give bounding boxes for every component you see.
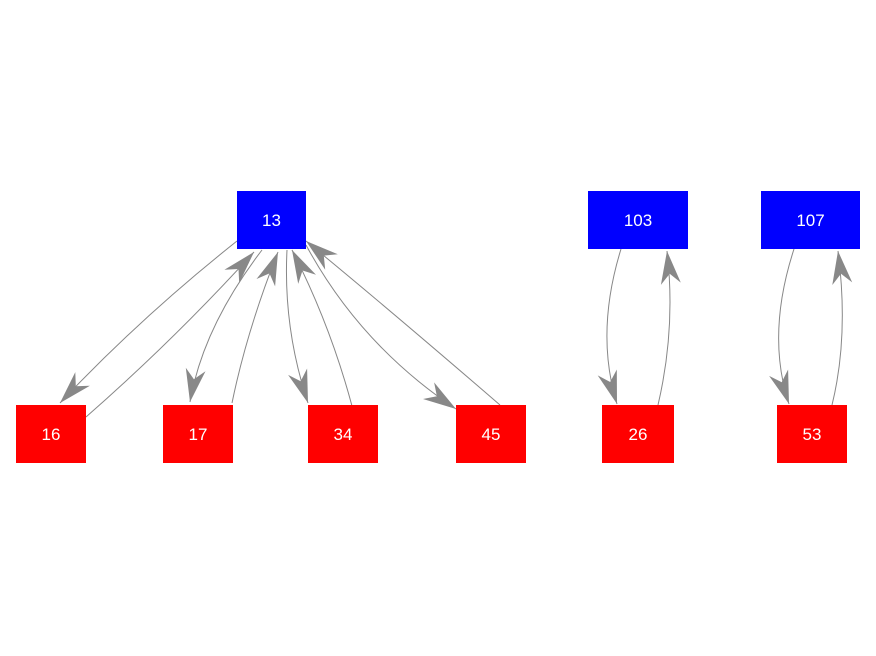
arrowhead-13-45 — [423, 382, 456, 409]
arrowhead-26-103 — [660, 251, 681, 285]
arrowhead-13-34 — [288, 368, 308, 403]
node-label-103: 103 — [623, 210, 653, 230]
edge-45-13 — [305, 240, 501, 406]
arrowhead-16-13 — [224, 252, 254, 284]
node-34: 34 — [308, 405, 378, 463]
arrowhead-53-107 — [832, 251, 853, 285]
node-17: 17 — [163, 405, 233, 463]
node-45: 45 — [456, 405, 526, 463]
node-103: 103 — [588, 191, 688, 249]
node-label-13: 13 — [262, 210, 281, 230]
edge-13-16 — [59, 240, 238, 404]
node-16: 16 — [16, 405, 86, 463]
arrowhead-17-13 — [256, 252, 278, 287]
arrowhead-103-26 — [597, 369, 617, 404]
edge-16-13 — [85, 251, 255, 418]
edge-13-45 — [305, 244, 457, 410]
arrowhead-13-16 — [60, 372, 90, 403]
node-107: 107 — [761, 191, 860, 249]
node-label-34: 34 — [333, 424, 353, 444]
arrowhead-107-53 — [769, 369, 789, 404]
node-label-17: 17 — [188, 424, 208, 444]
node-label-16: 16 — [41, 424, 61, 444]
node-label-53: 53 — [802, 424, 822, 444]
arrowhead-34-13 — [292, 250, 316, 284]
node-26: 26 — [602, 405, 674, 463]
arrowhead-13-17 — [185, 367, 206, 402]
node-13: 13 — [237, 191, 306, 249]
node-label-26: 26 — [628, 424, 648, 444]
node-label-45: 45 — [481, 424, 501, 444]
node-label-107: 107 — [796, 210, 825, 230]
node-53: 53 — [777, 405, 847, 463]
arrowhead-45-13 — [306, 241, 338, 270]
